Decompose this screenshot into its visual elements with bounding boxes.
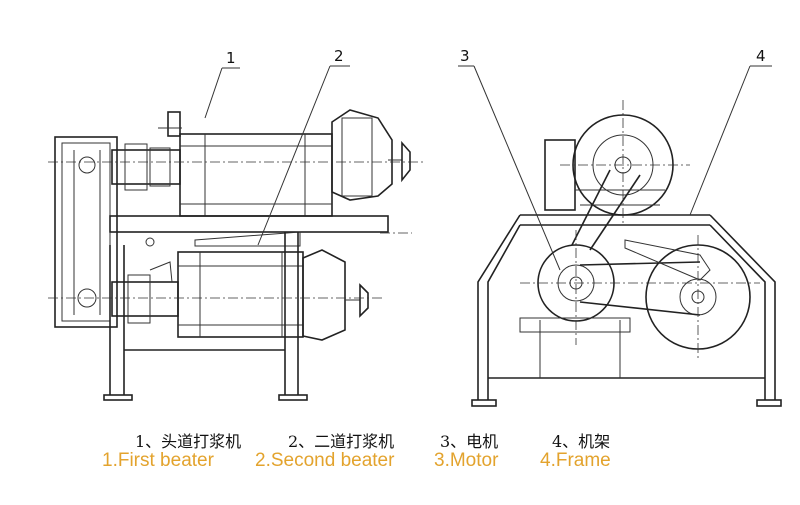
legend-cn-4: 4、机架 (552, 432, 611, 451)
deck (109, 215, 389, 233)
legend-cn-3: 3、电机 (440, 432, 499, 451)
callout-3-label: 3 (460, 47, 470, 65)
legend-cn-1: 1、头道打浆机 (135, 432, 242, 451)
callout-2: 2 (257, 47, 350, 246)
callout-3: 3 (458, 47, 561, 271)
callout-4-label: 4 (756, 47, 766, 65)
callout-1: 1 (204, 49, 240, 119)
callout-1-label: 1 (226, 49, 236, 67)
second-beater-side (111, 249, 369, 341)
motor (519, 244, 631, 333)
frame (471, 214, 782, 407)
legend-cn-2: 2、二道打浆机 (288, 432, 395, 451)
legend-en-1: 1.First beater (102, 450, 214, 471)
first-beater-side (111, 109, 411, 217)
legend-en-4: 4.Frame (540, 450, 611, 471)
side-view (48, 109, 425, 401)
end-view (471, 100, 782, 407)
side-legs (103, 232, 308, 401)
legend-en-3: 3.Motor (434, 450, 499, 471)
legend-en-2: 2.Second beater (255, 450, 395, 471)
belt-guard (54, 136, 118, 328)
callout-2-label: 2 (334, 47, 344, 65)
callout-4: 4 (689, 47, 772, 216)
